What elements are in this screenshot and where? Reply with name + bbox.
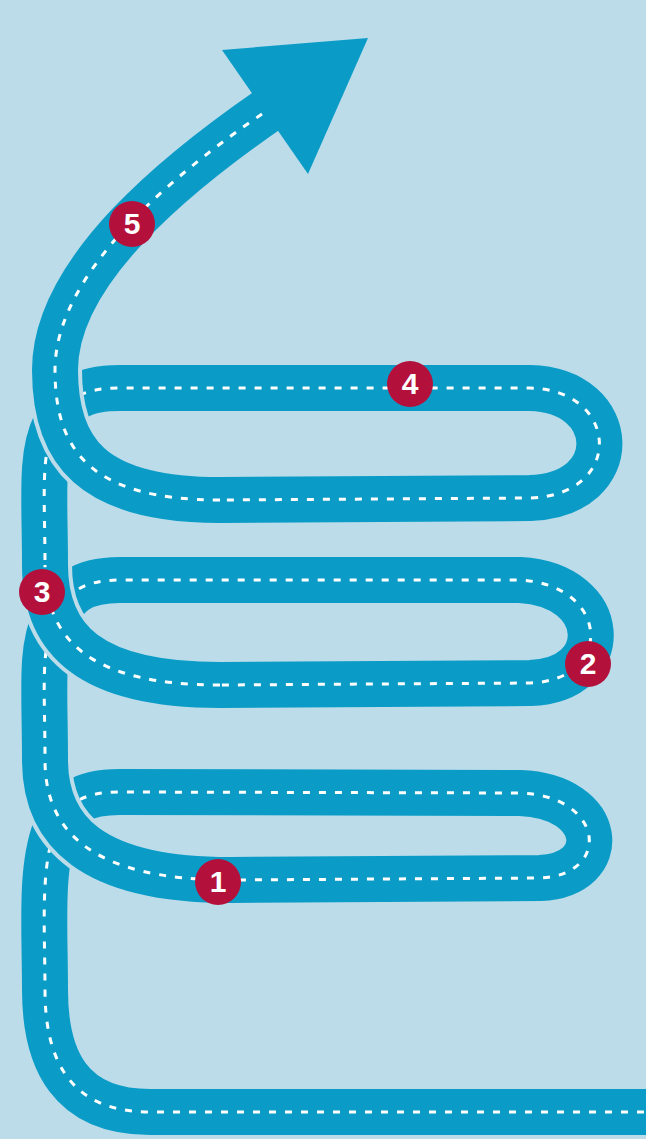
road (45, 760, 230, 880)
road-center-line (45, 760, 230, 880)
road-center-line (45, 565, 220, 685)
road (55, 105, 275, 500)
road (45, 565, 220, 685)
callout-marker: 4 (387, 361, 433, 407)
road-center-line (55, 114, 262, 500)
callout-number: 1 (195, 859, 241, 905)
callout-marker: 5 (109, 201, 155, 247)
road-center-line (44, 105, 646, 1112)
callout-number: 3 (19, 569, 65, 615)
road-gap (45, 565, 220, 685)
marker-circle (387, 361, 433, 407)
callout-marker: 3 (19, 569, 65, 615)
callout-number: 2 (565, 641, 611, 687)
marker-circle (19, 569, 65, 615)
callout-marker: 2 (565, 641, 611, 687)
marker-circle (195, 859, 241, 905)
marker-circle (565, 641, 611, 687)
road-gap (45, 760, 230, 880)
road-gap (55, 105, 275, 500)
callout-number: 5 (109, 201, 155, 247)
arrow-head (222, 38, 368, 174)
marker-circle (109, 201, 155, 247)
road (44, 105, 646, 1112)
callout-marker: 1 (195, 859, 241, 905)
callout-number: 4 (387, 361, 433, 407)
